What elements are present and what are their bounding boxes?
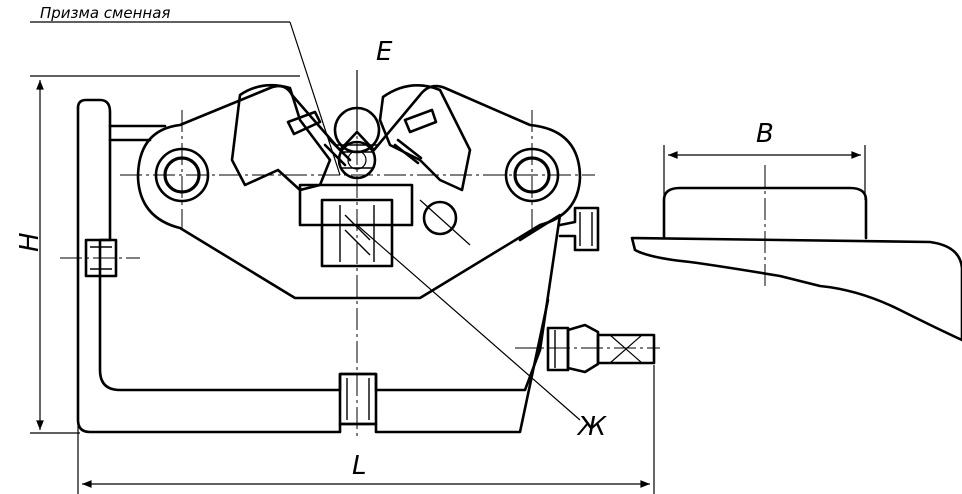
main-body bbox=[136, 84, 582, 300]
jaws bbox=[230, 83, 472, 192]
dimension-l bbox=[77, 365, 655, 494]
l-bracket bbox=[76, 98, 562, 434]
clamp-screw bbox=[546, 323, 656, 374]
detail-e-label: E bbox=[376, 37, 393, 67]
prism-side-view bbox=[630, 186, 962, 342]
right-screw bbox=[558, 206, 600, 252]
dimension-h bbox=[30, 75, 300, 434]
prism-callout-label: Призма сменная bbox=[40, 4, 170, 22]
pivot-rings bbox=[154, 147, 560, 246]
replaceable-prism bbox=[323, 106, 423, 180]
dimension-h-label: H bbox=[15, 232, 45, 252]
detail-zh-label: Ж bbox=[576, 412, 607, 442]
dimension-l-label: L bbox=[352, 451, 367, 481]
dimension-b bbox=[663, 145, 866, 200]
leader-lines bbox=[30, 21, 581, 421]
dimension-b-label: B bbox=[756, 119, 774, 149]
